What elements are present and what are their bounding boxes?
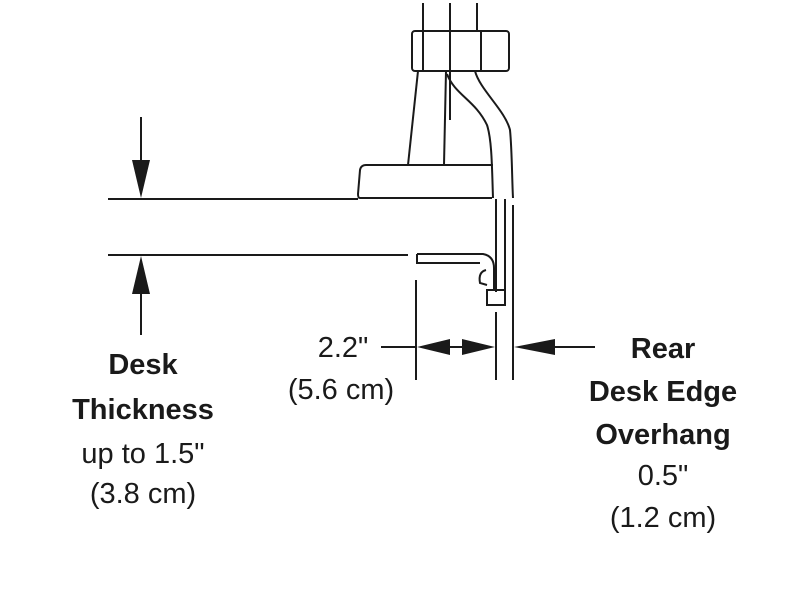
- desk-lines: [108, 198, 408, 256]
- collar: [411, 30, 510, 72]
- depth-dimension: [381, 205, 595, 380]
- thickness-arrows: [132, 117, 150, 335]
- clamp-depth-cm: (5.6 cm): [287, 374, 395, 406]
- mount-pole: [422, 3, 478, 120]
- clamp-depth-inches: 2.2": [317, 332, 369, 364]
- overhang-cm: (1.2 cm): [609, 502, 717, 534]
- clamp-body: [356, 70, 514, 199]
- overhang-title-2: Desk Edge: [588, 376, 738, 408]
- clamp-rod: [416, 199, 506, 306]
- overhang-title-1: Rear: [630, 333, 696, 365]
- desk-thickness-cm: (3.8 cm): [89, 478, 197, 510]
- desk-thickness-title-1: Desk: [108, 349, 178, 381]
- overhang-inches: 0.5": [637, 460, 689, 492]
- overhang-title-3: Overhang: [595, 419, 731, 451]
- desk-thickness-title-2: Thickness: [72, 394, 214, 426]
- desk-thickness-inches: up to 1.5": [81, 438, 205, 470]
